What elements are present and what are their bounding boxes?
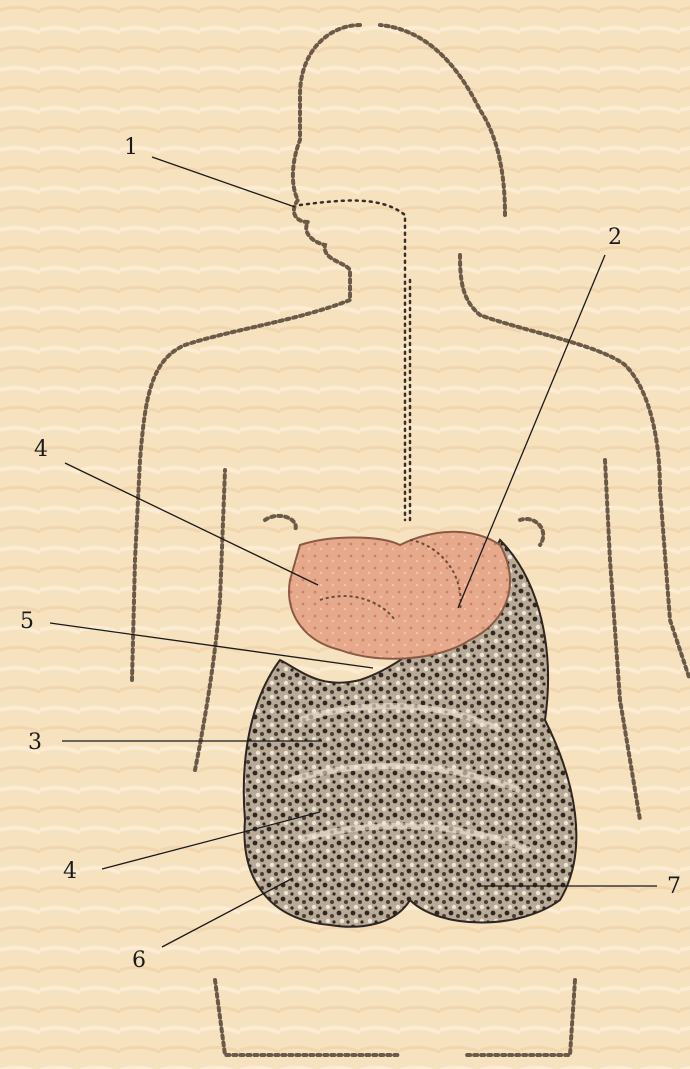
label-pancreas: 5 xyxy=(20,609,34,634)
label-rectum: 7 xyxy=(667,874,681,899)
label-liver-upper: 4 xyxy=(34,437,48,462)
label-large-intestine-lower: 4 xyxy=(63,859,77,884)
label-colon-left: 6 xyxy=(132,948,146,973)
label-small-intestine: 3 xyxy=(28,730,42,755)
label-stomach: 2 xyxy=(608,225,622,250)
label-mouth: 1 xyxy=(124,135,138,160)
